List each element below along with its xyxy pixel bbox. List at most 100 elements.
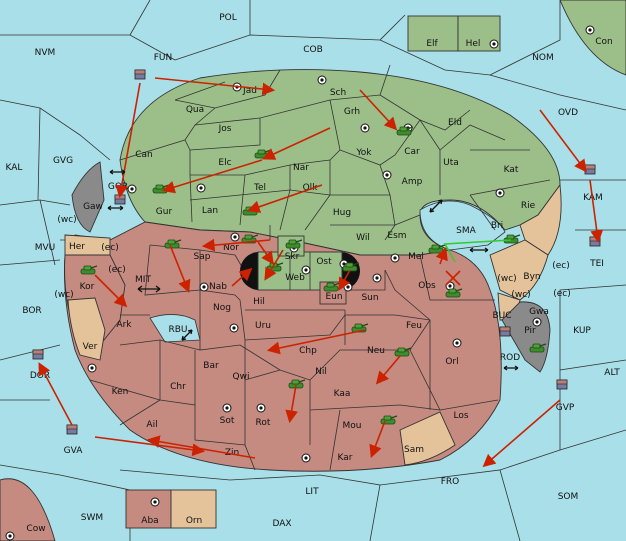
- land-label-con[interactable]: Con: [595, 37, 613, 47]
- sea-label-tei[interactable]: TEI: [589, 259, 604, 269]
- land-label-qua[interactable]: Qua: [186, 105, 204, 115]
- army-unit-icon[interactable]: [394, 347, 412, 357]
- land-label-qwi[interactable]: Qwi: [233, 372, 250, 382]
- land-label-bar[interactable]: Bar: [203, 361, 219, 371]
- land-label-ken[interactable]: Ken: [112, 387, 129, 397]
- land-label-elc[interactable]: Elc: [218, 158, 231, 168]
- land-label-sap[interactable]: Sap: [194, 252, 211, 262]
- sea-label-gor[interactable]: GOR: [108, 182, 128, 192]
- land-label-eld[interactable]: Eld: [448, 118, 462, 128]
- army-unit-icon[interactable]: [529, 343, 547, 353]
- land-label-gaw[interactable]: Gaw: [83, 202, 103, 212]
- coast-label-ec-kor[interactable]: (ec): [108, 265, 126, 275]
- land-label-grh[interactable]: Grh: [344, 107, 360, 117]
- fleet-unit-icon[interactable]: [32, 349, 44, 360]
- army-unit-icon[interactable]: [80, 265, 98, 275]
- sea-label-nom[interactable]: NOM: [532, 53, 554, 63]
- land-label-chp[interactable]: Chp: [299, 346, 317, 356]
- land-label-ver[interactable]: Ver: [83, 342, 98, 352]
- army-unit-icon[interactable]: [342, 262, 360, 272]
- land-label-mou[interactable]: Mou: [343, 421, 362, 431]
- fleet-unit-icon[interactable]: [584, 164, 596, 175]
- coast-label-wc-gwa[interactable]: (wc): [511, 290, 530, 300]
- land-label-orl[interactable]: Orl: [445, 357, 458, 367]
- land-label-los[interactable]: Los: [453, 411, 468, 421]
- land-label-eun[interactable]: Eun: [325, 292, 342, 302]
- sea-label-mvu[interactable]: MVU: [35, 243, 56, 253]
- land-label-aba[interactable]: Aba: [141, 516, 158, 526]
- land-label-mel[interactable]: Mel: [408, 252, 424, 262]
- land-label-byn[interactable]: Byn: [523, 272, 540, 282]
- land-label-cow[interactable]: Cow: [26, 524, 45, 534]
- army-unit-icon[interactable]: [164, 239, 182, 249]
- land-label-kor[interactable]: Kor: [80, 282, 95, 292]
- land-label-hug[interactable]: Hug: [333, 208, 351, 218]
- land-label-kaa[interactable]: Kaa: [334, 389, 351, 399]
- land-label-ost[interactable]: Ost: [316, 257, 332, 267]
- land-label-nar[interactable]: Nar: [293, 163, 309, 173]
- land-label-lan[interactable]: Lan: [202, 206, 218, 216]
- land-label-obs[interactable]: Obs: [418, 281, 436, 291]
- land-label-neu[interactable]: Neu: [367, 346, 385, 356]
- land-label-can[interactable]: Can: [135, 150, 153, 160]
- coast-label-ec-byn[interactable]: (ec): [552, 261, 570, 271]
- army-unit-icon[interactable]: [445, 288, 463, 298]
- land-label-zin[interactable]: Zin: [225, 448, 239, 458]
- sea-label-gva[interactable]: GVA: [64, 446, 84, 456]
- land-label-hel[interactable]: Hel: [466, 39, 481, 49]
- land-label-kat[interactable]: Kat: [504, 165, 519, 175]
- sea-label-sma[interactable]: SMA: [456, 226, 476, 236]
- coast-label-wc-kor[interactable]: (wc): [54, 290, 73, 300]
- land-label-uta[interactable]: Uta: [443, 158, 459, 168]
- land-label-kar[interactable]: Kar: [338, 453, 353, 463]
- land-label-nog[interactable]: Nog: [213, 303, 231, 313]
- land-label-jos[interactable]: Jos: [218, 124, 232, 134]
- land-label-her[interactable]: Her: [69, 242, 85, 252]
- land-label-rie[interactable]: Rie: [521, 201, 536, 211]
- sea-label-buc[interactable]: BUC: [492, 311, 511, 321]
- sea-label-dax[interactable]: DAX: [272, 519, 291, 529]
- land-label-amp[interactable]: Amp: [402, 177, 423, 187]
- land-label-ark[interactable]: Ark: [116, 320, 132, 330]
- land-label-esm[interactable]: Esm: [387, 231, 406, 241]
- sea-label-rbu[interactable]: RBU: [168, 325, 187, 335]
- army-unit-icon[interactable]: [285, 239, 303, 249]
- land-label-sam[interactable]: Sam: [404, 445, 424, 455]
- coast-label-ec-gwa[interactable]: (ec): [553, 289, 571, 299]
- land-label-nab[interactable]: Nab: [209, 282, 227, 292]
- sea-label-cob[interactable]: COB: [303, 45, 323, 55]
- land-label-rot[interactable]: Rot: [256, 418, 271, 428]
- land-label-hil[interactable]: Hil: [253, 297, 265, 307]
- land-label-bri[interactable]: Bri: [491, 221, 503, 231]
- land-label-jad[interactable]: Jad: [242, 86, 257, 96]
- fleet-unit-icon[interactable]: [114, 194, 126, 205]
- sea-label-som[interactable]: SOM: [558, 492, 579, 502]
- sea-label-nvm[interactable]: NVM: [35, 48, 56, 58]
- fleet-unit-icon[interactable]: [556, 379, 568, 390]
- sea-label-swm[interactable]: SWM: [81, 513, 103, 523]
- fleet-unit-icon[interactable]: [499, 326, 511, 337]
- land-label-uru[interactable]: Uru: [255, 321, 271, 331]
- land-label-wil[interactable]: Wil: [356, 233, 370, 243]
- land-label-yok[interactable]: Yok: [355, 148, 372, 158]
- land-label-ail[interactable]: Ail: [146, 420, 157, 430]
- sea-label-mit[interactable]: MIT: [135, 275, 151, 285]
- sea-label-gvp[interactable]: GVP: [556, 403, 575, 413]
- land-label-gwa[interactable]: Gwa: [529, 307, 549, 317]
- sea-label-pol[interactable]: POL: [219, 13, 237, 23]
- sea-label-rod[interactable]: ROD: [500, 353, 520, 363]
- land-label-gur[interactable]: Gur: [156, 207, 173, 217]
- land-label-nil[interactable]: Nil: [315, 367, 327, 377]
- sea-label-ovd[interactable]: OVD: [558, 108, 578, 118]
- land-label-tel[interactable]: Tel: [253, 183, 266, 193]
- sea-label-fro[interactable]: FRO: [441, 477, 460, 487]
- sea-label-alt[interactable]: ALT: [604, 368, 620, 378]
- sea-label-kup[interactable]: KUP: [573, 326, 591, 336]
- coast-label-wc-byn[interactable]: (wc): [497, 274, 516, 284]
- land-label-sch[interactable]: Sch: [330, 88, 346, 98]
- sea-label-kal[interactable]: KAL: [6, 163, 23, 173]
- sea-label-fun[interactable]: FUN: [154, 53, 173, 63]
- land-label-nor[interactable]: Nor: [223, 243, 239, 253]
- land-label-elf[interactable]: Elf: [426, 39, 438, 49]
- land-label-pir[interactable]: Pir: [524, 326, 536, 336]
